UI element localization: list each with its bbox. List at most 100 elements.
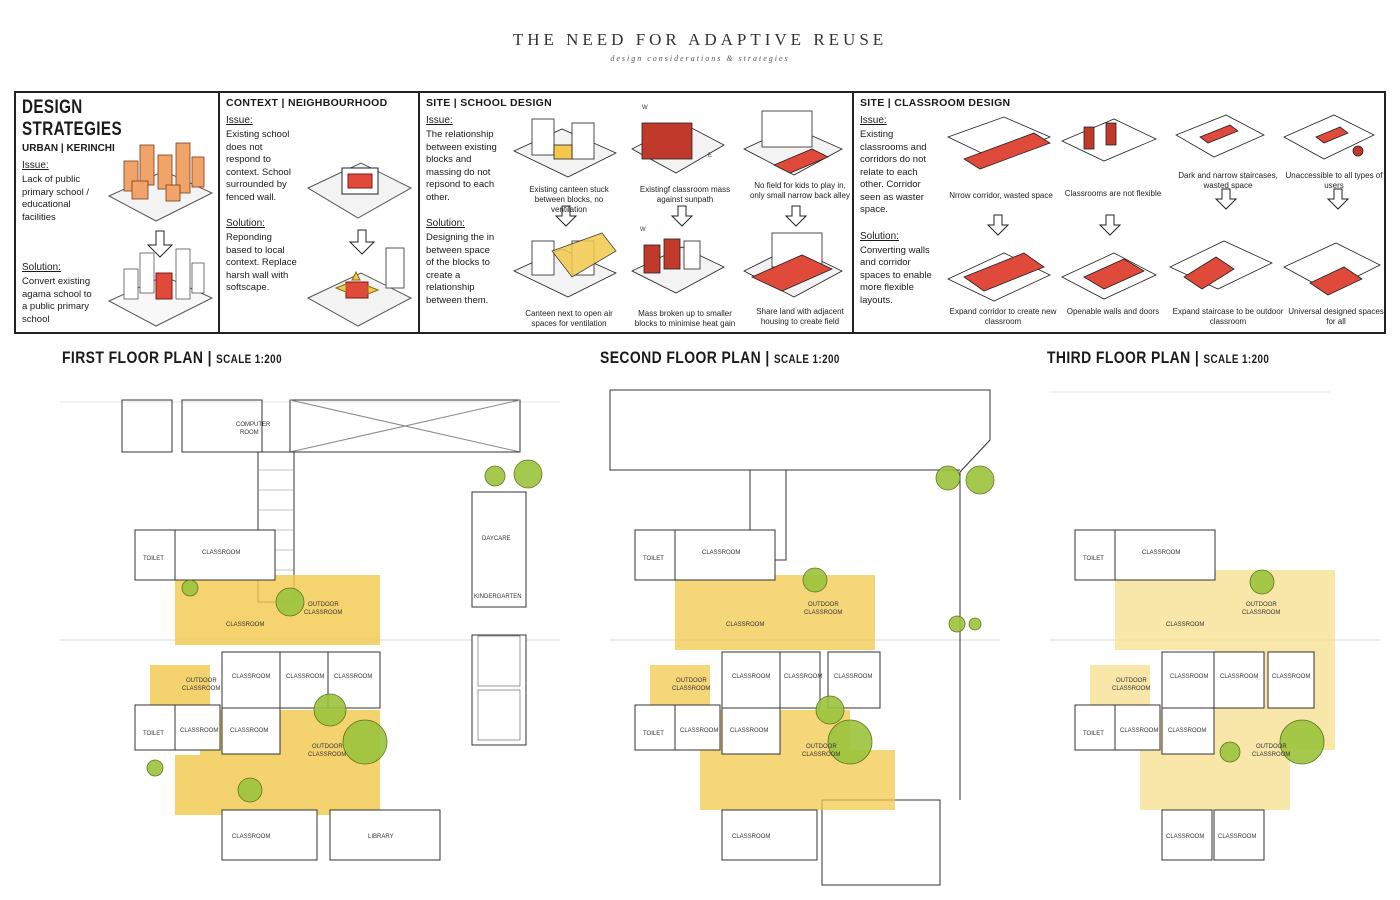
compass-w-top: W	[642, 105, 648, 111]
ff-label-classroom-4: CLASSROOM	[286, 674, 324, 680]
classroom-solution-label: Solution:	[860, 230, 899, 242]
sf-label-outdoor-classroom-3: CLASSROOM	[802, 752, 840, 758]
ff-label-classroom-7: CLASSROOM	[230, 728, 268, 734]
classroom-design-panel: SITE | CLASSROOM DESIGN Issue: Existing …	[854, 93, 1386, 332]
tf-label-toilet-2: TOILET	[1083, 731, 1104, 737]
compass-w-bottom: W	[640, 227, 646, 233]
page-subtitle: design considerations & strategies	[610, 54, 790, 63]
tf-label-classroom-3: CLASSROOM	[1170, 674, 1208, 680]
classroom-title: SITE | CLASSROOM DESIGN	[860, 97, 1011, 109]
school-caption-1: Existing canteen stuck between blocks, n…	[529, 185, 609, 214]
school-caption-5: Mass broken up to smaller blocks to mini…	[634, 309, 736, 328]
ff-label-classroom-1: CLASSROOM	[202, 550, 240, 556]
context-sketch	[306, 162, 413, 327]
tf-label-classroom-4: CLASSROOM	[1220, 674, 1258, 680]
ff-label-library: LIBRARY	[368, 834, 394, 840]
tf-label-classroom-6: CLASSROOM	[1120, 728, 1158, 734]
classroom-caption-4: Unaccessible to all types of users	[1285, 171, 1383, 190]
third-floor-plan: TOILET CLASSROOM OUTDOOR CLASSROOM CLASS…	[1050, 391, 1380, 861]
strategies-subtitle: URBAN | KERINCHI	[22, 143, 115, 154]
ff-label-outdoor-classroom-1: CLASSROOM	[304, 610, 342, 616]
tf-label-outdoor-classroom-1: CLASSROOM	[1242, 610, 1280, 616]
classroom-sketches	[946, 114, 1381, 302]
sf-label-classroom-1: CLASSROOM	[702, 550, 740, 556]
sf-label-toilet-2: TOILET	[643, 731, 664, 737]
third-floor-plan-title: THIRD FLOOR PLAN | SCALE 1:200	[1047, 348, 1270, 367]
tf-label-classroom-5: CLASSROOM	[1272, 674, 1310, 680]
sf-label-classroom-5: CLASSROOM	[834, 674, 872, 680]
compass-e-top: E	[708, 153, 712, 159]
first-floor-plan-title: FIRST FLOOR PLAN | SCALE 1:200	[62, 348, 282, 367]
classroom-issue-text: Existing classrooms and corridors do not…	[860, 129, 927, 215]
classroom-caption-1: Nrrow corridor, wasted space	[949, 191, 1053, 200]
tf-label-outdoor-classroom-2: CLASSROOM	[1112, 686, 1150, 692]
school-caption-4: Canteen next to open air spaces for vent…	[525, 309, 613, 328]
tf-label-classroom-9: CLASSROOM	[1218, 834, 1256, 840]
sf-label-outdoor-classroom-1: CLASSROOM	[804, 610, 842, 616]
ff-label-classroom-8: CLASSROOM	[232, 834, 270, 840]
context-issue-text: Existing school does not respond to cont…	[226, 129, 291, 203]
ff-label-toilet-1: TOILET	[143, 556, 164, 562]
school-issue-label: Issue:	[426, 115, 453, 126]
ff-label-outdoor-1: OUTDOOR	[308, 602, 339, 608]
school-solution-label: Solution:	[426, 218, 465, 229]
classroom-issue-label: Issue:	[860, 115, 887, 126]
classroom-caption-8: Universal designed spaces for all	[1288, 307, 1384, 326]
school-caption-2: Existingf classroom mass against sunpath	[639, 185, 731, 204]
strategies-issue-text: Lack of public primary school / educatio…	[22, 174, 90, 223]
page-title: THE NEED FOR ADAPTIVE REUSE	[512, 30, 888, 49]
school-issue-text: The relationship between existing blocks…	[426, 129, 497, 203]
context-title: CONTEXT | NEIGHBOURHOOD	[226, 97, 388, 109]
sf-label-toilet-1: TOILET	[643, 556, 664, 562]
ff-label-kindergarten: KINDERGARTEN	[474, 594, 522, 600]
sf-label-outdoor-classroom-2: CLASSROOM	[672, 686, 710, 692]
ff-label-classroom-3: CLASSROOM	[232, 674, 270, 680]
tf-label-outdoor-1: OUTDOOR	[1246, 602, 1277, 608]
tf-label-classroom-7: CLASSROOM	[1168, 728, 1206, 734]
sf-label-outdoor-3: OUTDOOR	[806, 744, 837, 750]
ff-label-computer-room: ROOM	[240, 430, 259, 436]
ff-label-daycare: DAYCARE	[482, 536, 511, 542]
sf-label-classroom-7: CLASSROOM	[730, 728, 768, 734]
second-floor-plan: TOILET CLASSROOM OUTDOOR CLASSROOM CLASS…	[609, 389, 1000, 886]
context-solution-label: Solution:	[226, 218, 265, 229]
second-floor-plan-title: SECOND FLOOR PLAN | SCALE 1:200	[600, 348, 840, 367]
school-caption-6: Share land with adjacent housing to crea…	[756, 307, 844, 326]
classroom-caption-2: Classrooms are not flexible	[1064, 189, 1162, 198]
design-strategies-panel: DESIGN STRATEGIES URBAN | KERINCHI Issue…	[16, 93, 220, 332]
design-strategies-title: DESIGN STRATEGIES	[22, 97, 122, 140]
sf-label-outdoor-1: OUTDOOR	[808, 602, 839, 608]
tf-label-classroom-2: CLASSROOM	[1166, 622, 1204, 628]
school-sketches: W E W	[513, 105, 843, 298]
context-solution-text: Reponding based to local context. Replac…	[226, 232, 297, 293]
strategies-issue-label: Issue:	[22, 160, 49, 171]
ff-label-toilet-2: TOILET	[143, 731, 164, 737]
ff-label-outdoor-2: OUTDOOR	[186, 678, 217, 684]
classroom-caption-3: Dark and narrow staircases, wasted space	[1178, 171, 1278, 190]
tf-label-outdoor-classroom-3: CLASSROOM	[1252, 752, 1290, 758]
school-solution-text: Designing the in between space of the bl…	[426, 232, 495, 306]
classroom-solution-text: Converting walls and corridor spaces to …	[860, 244, 932, 306]
sf-label-outdoor-2: OUTDOOR	[676, 678, 707, 684]
ff-label-classroom-6: CLASSROOM	[180, 728, 218, 734]
sf-label-classroom-3: CLASSROOM	[732, 674, 770, 680]
sf-label-classroom-8: CLASSROOM	[732, 834, 770, 840]
ff-label-outdoor-3: OUTDOOR	[312, 744, 343, 750]
strategy-band: DESIGN STRATEGIES URBAN | KERINCHI Issue…	[14, 91, 1386, 334]
ff-label-outdoor-classroom-3: CLASSROOM	[308, 752, 346, 758]
ff-label-outdoor-classroom-2: CLASSROOM	[182, 686, 220, 692]
context-panel: CONTEXT | NEIGHBOURHOOD Issue: Existing …	[220, 93, 420, 332]
sf-label-classroom-2: CLASSROOM	[726, 622, 764, 628]
school-title: SITE | SCHOOL DESIGN	[426, 97, 553, 109]
classroom-caption-7: Expand staircase to be outdoor classroom	[1172, 307, 1284, 326]
ff-label-classroom-2: CLASSROOM	[226, 622, 264, 628]
ff-label-computer: COMPUTER	[236, 422, 271, 428]
first-floor-plan: COMPUTER ROOM TOILET CLASSROOM OUTDOOR C…	[60, 399, 560, 861]
tf-label-classroom-1: CLASSROOM	[1142, 550, 1180, 556]
tf-label-outdoor-2: OUTDOOR	[1116, 678, 1147, 684]
ff-label-classroom-5: CLASSROOM	[334, 674, 372, 680]
context-issue-label: Issue:	[226, 115, 253, 126]
tf-label-classroom-8: CLASSROOM	[1166, 834, 1204, 840]
classroom-caption-6: Openable walls and doors	[1066, 307, 1160, 316]
tf-label-outdoor-3: OUTDOOR	[1256, 744, 1287, 750]
